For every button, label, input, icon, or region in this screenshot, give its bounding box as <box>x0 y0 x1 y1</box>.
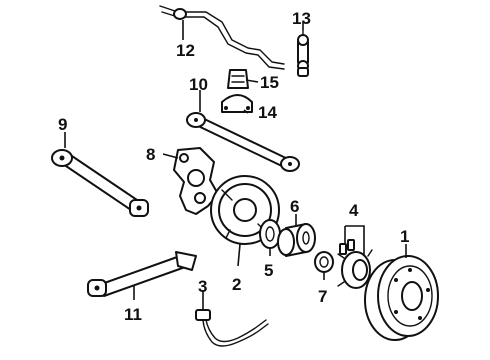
lower-control-arm <box>87 251 197 297</box>
callout-7: 7 <box>318 287 327 306</box>
stabilizer-bar <box>159 5 285 70</box>
callout-leaders <box>64 20 407 310</box>
brake-hose <box>195 309 269 347</box>
callout-3: 3 <box>198 277 207 296</box>
brake-drum <box>364 255 439 341</box>
callout-8: 8 <box>146 145 155 164</box>
wheel-bearing <box>277 223 316 257</box>
bar-bushing <box>227 69 249 89</box>
callout-12: 12 <box>176 41 195 60</box>
callout-13: 13 <box>292 9 311 28</box>
callout-2: 2 <box>232 275 241 294</box>
callout-9: 9 <box>58 115 67 134</box>
upper-control-arm <box>186 112 300 172</box>
backing-plate <box>210 175 280 245</box>
callout-14: 14 <box>258 103 277 122</box>
callout-labels: 12 13 15 14 10 9 8 2 5 6 7 4 1 11 3 <box>58 9 409 324</box>
callout-5: 5 <box>264 261 273 280</box>
hub-bearing-with-studs <box>337 239 375 291</box>
callout-1: 1 <box>400 227 409 246</box>
seal-ring <box>314 251 334 273</box>
stabilizer-link <box>297 29 309 77</box>
rear-lateral-link <box>51 149 149 217</box>
callout-11: 11 <box>124 305 142 324</box>
callout-15: 15 <box>260 73 279 92</box>
callout-6: 6 <box>290 197 299 216</box>
knuckle <box>173 147 219 215</box>
bar-bracket <box>221 94 253 113</box>
callout-10: 10 <box>189 75 208 94</box>
bushing <box>259 219 281 249</box>
callout-4: 4 <box>349 201 359 220</box>
